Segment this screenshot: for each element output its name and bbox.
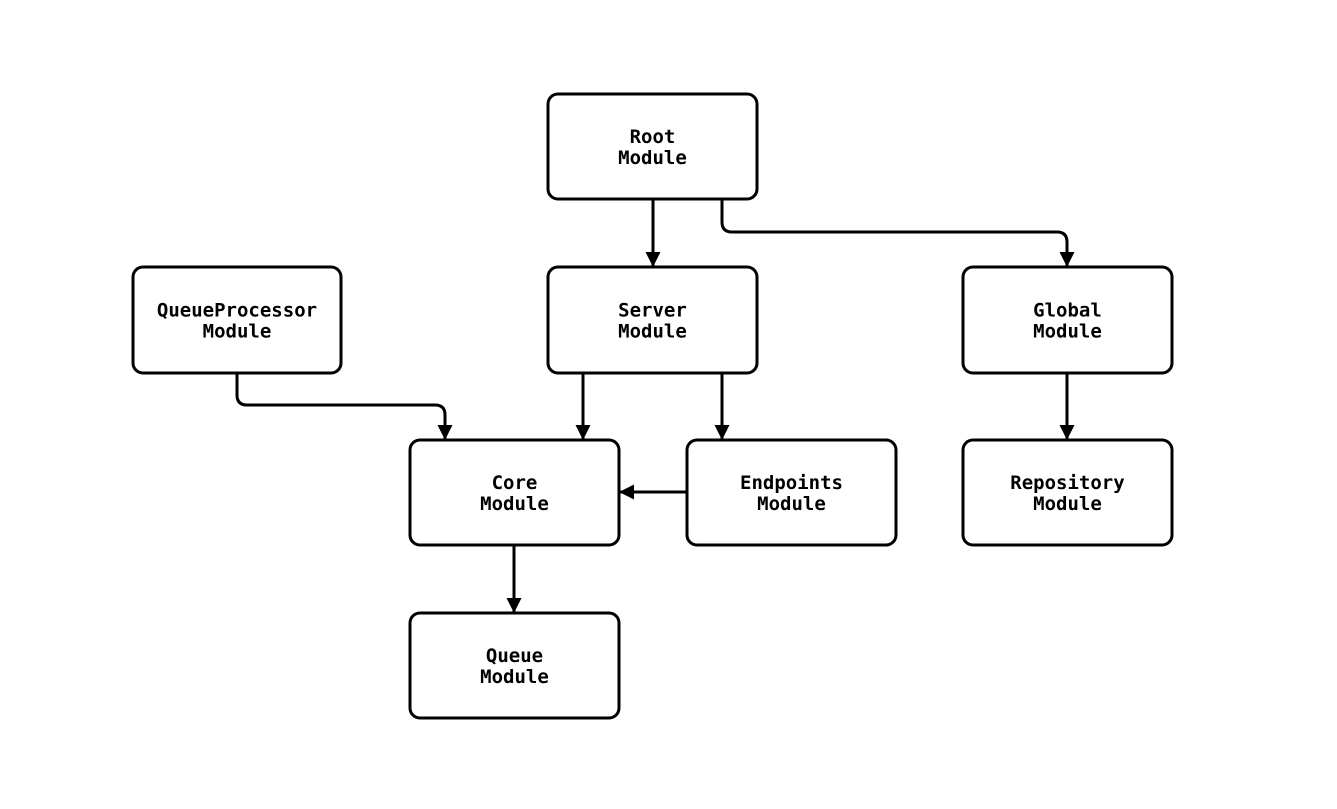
node-box <box>961 265 1174 375</box>
edge-queueprocessor-to-core <box>235 373 453 440</box>
node-box <box>408 438 621 547</box>
node-box <box>546 92 759 201</box>
edge-root-to-global <box>720 199 1075 267</box>
node-box <box>685 438 898 547</box>
node-box <box>961 438 1174 547</box>
node-box <box>408 611 621 720</box>
node-box <box>131 265 343 375</box>
edges-layer <box>235 199 1075 613</box>
node-box <box>546 265 759 375</box>
